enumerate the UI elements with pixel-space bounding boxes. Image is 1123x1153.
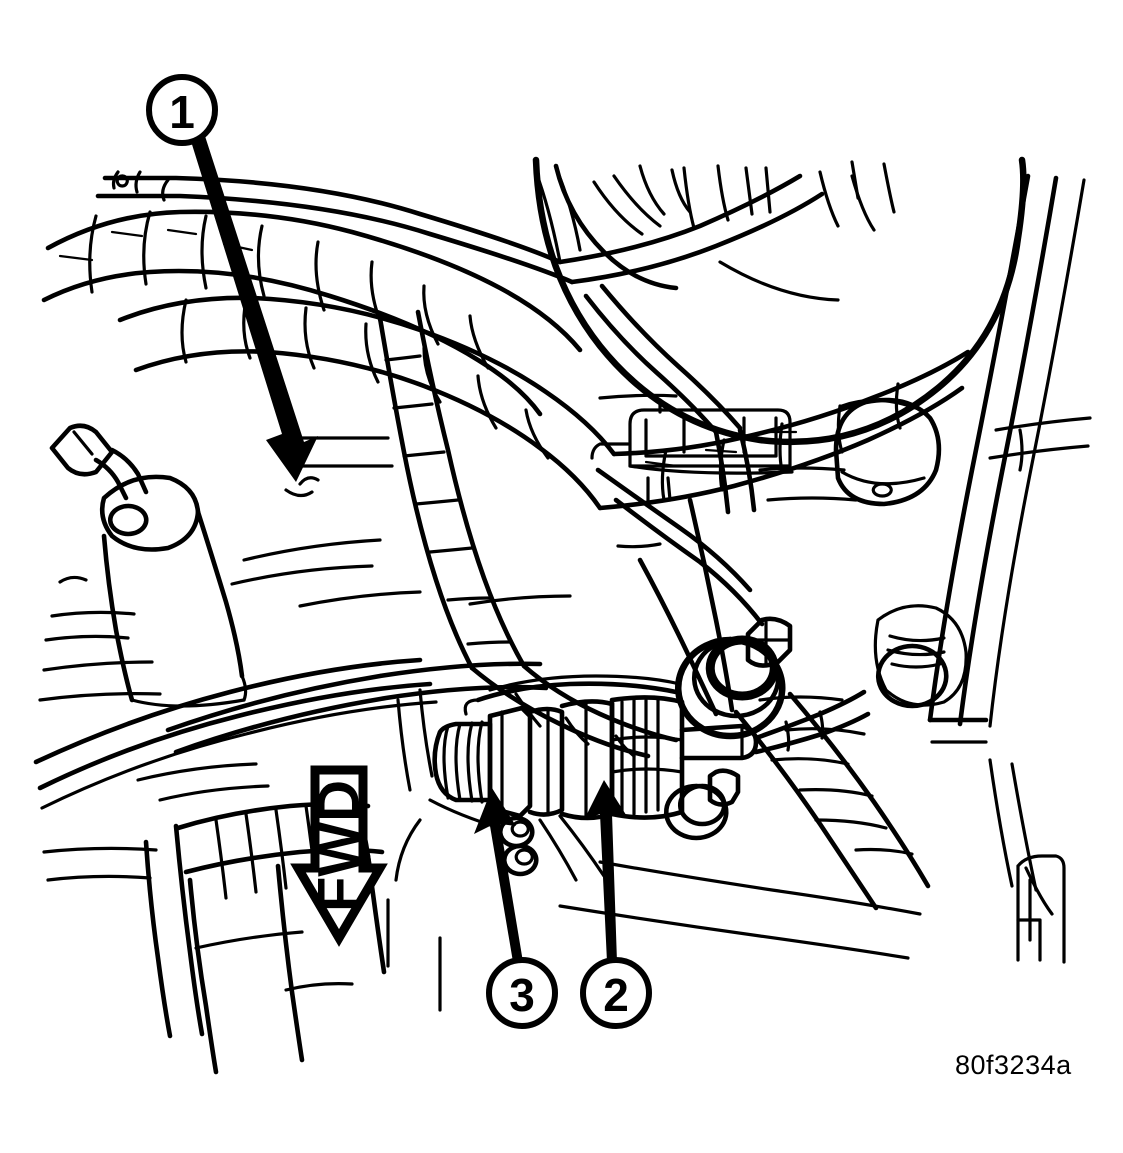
callout-1[interactable]: 1 xyxy=(146,74,318,482)
callout-3-number: 3 xyxy=(509,969,535,1021)
large-round-mass xyxy=(532,156,1027,446)
misc-detail-strokes xyxy=(161,178,662,1012)
engine-casting-center xyxy=(558,283,968,960)
callout-3-circle[interactable] xyxy=(486,957,558,1029)
callout-2-circle[interactable] xyxy=(580,957,652,1029)
callout-2-leader-arrow xyxy=(584,780,628,962)
callout-2[interactable]: 2 xyxy=(580,780,652,1029)
callout-1-circle[interactable] xyxy=(146,74,218,146)
fwd-direction-arrow: FWD xyxy=(290,765,388,947)
fwd-arrow-label: FWD xyxy=(307,780,372,912)
wiring-harness-loom xyxy=(41,209,971,759)
fwd-arrow-shape xyxy=(290,765,388,947)
callout-1-leader-arrow xyxy=(190,133,318,482)
callout-3-leader-arrow xyxy=(474,788,523,962)
callout-1-number: 1 xyxy=(169,86,195,138)
connector-block-upper xyxy=(590,393,794,502)
callout-2-number: 2 xyxy=(603,969,629,1021)
engine-bay-linework xyxy=(33,156,1092,1075)
right-structural-panel xyxy=(927,173,1092,964)
figure-id-label: 80f3234a xyxy=(955,1050,1072,1080)
callout-3[interactable]: 3 xyxy=(474,788,558,1029)
sensor-switch-assembly xyxy=(394,674,871,882)
